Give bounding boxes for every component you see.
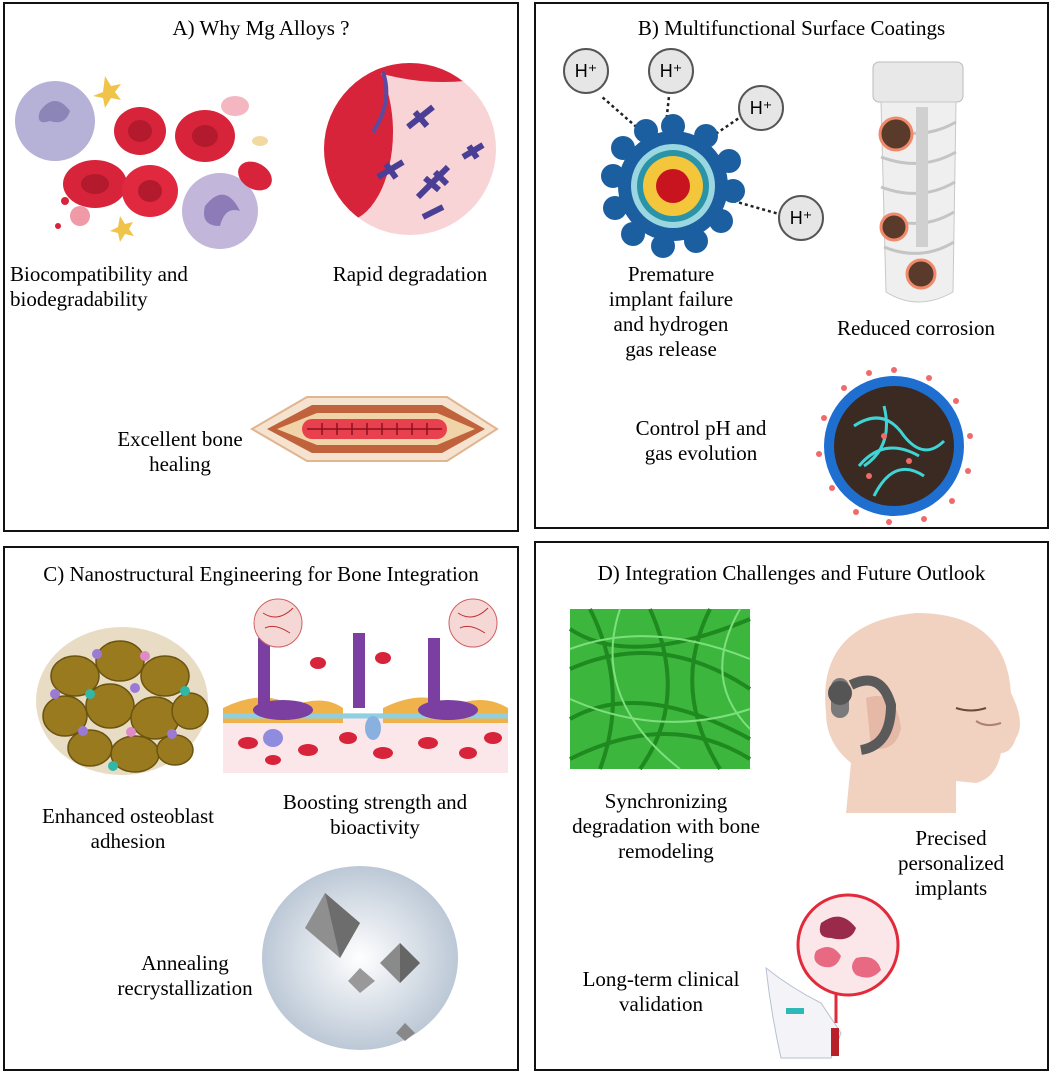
osteoblast-cluster-illustration bbox=[36, 627, 209, 775]
label-boosting-strength: Boosting strength and bioactivity bbox=[282, 790, 468, 839]
panel-surface-coatings: B) Multifunctional Surface Coatings H⁺ H… bbox=[534, 2, 1049, 529]
rapid-degradation-illustration bbox=[324, 63, 496, 235]
panel-integration-challenges: D) Integration Challenges and Future Out… bbox=[534, 541, 1049, 1071]
h-ion-3: H⁺ bbox=[750, 98, 773, 118]
panel-b-title: B) Multifunctional Surface Coatings bbox=[637, 16, 946, 40]
label-premature-failure: Premature implant failure and hydrogen g… bbox=[608, 262, 734, 361]
label-osteoblast-adhesion: Enhanced osteoblast adhesion bbox=[41, 804, 215, 853]
panel-why-mg-alloys: A) Why Mg Alloys ? Biocompatibility and … bbox=[3, 2, 519, 532]
bone-healing-illustration bbox=[250, 396, 499, 462]
blood-sample-illustration bbox=[765, 893, 900, 1059]
label-bone-healing: Excellent bone healing bbox=[117, 427, 243, 476]
label-synchronizing: Synchronizing degradation with bone remo… bbox=[572, 789, 760, 863]
label-rapid-degradation: Rapid degradation bbox=[332, 262, 488, 286]
h-ion-4: H⁺ bbox=[790, 208, 813, 228]
label-annealing: Annealing recrystallization bbox=[117, 951, 253, 1000]
coated-particle-illustration: H⁺ H⁺ H⁺ H⁺ bbox=[563, 48, 824, 258]
label-control-ph: Control pH and gas evolution bbox=[635, 416, 767, 465]
h-ion-2: H⁺ bbox=[660, 61, 683, 81]
label-clinical-validation: Long-term clinical validation bbox=[582, 967, 740, 1016]
panel-a-title: A) Why Mg Alloys ? bbox=[172, 16, 350, 40]
coated-sphere-illustration bbox=[816, 367, 973, 525]
label-reduced-corrosion: Reduced corrosion bbox=[836, 316, 996, 340]
screw-implant-illustration bbox=[872, 61, 964, 303]
bone-tissue-illustration bbox=[223, 598, 508, 773]
panel-d-title: D) Integration Challenges and Future Out… bbox=[597, 561, 986, 585]
label-personalized-implants: Precised personalized implants bbox=[897, 826, 1005, 900]
blood-cells-illustration bbox=[15, 76, 272, 249]
panel-c-title: C) Nanostructural Engineering for Bone I… bbox=[43, 562, 479, 586]
label-biocompatibility: Biocompatibility and biodegradability bbox=[10, 262, 188, 311]
panel-nanostructural-engineering: C) Nanostructural Engineering for Bone I… bbox=[3, 546, 519, 1071]
fiber-network-illustration bbox=[568, 608, 752, 771]
recrystallization-illustration bbox=[262, 866, 458, 1050]
h-ion-1: H⁺ bbox=[575, 61, 598, 81]
head-implant-illustration bbox=[825, 613, 1020, 813]
